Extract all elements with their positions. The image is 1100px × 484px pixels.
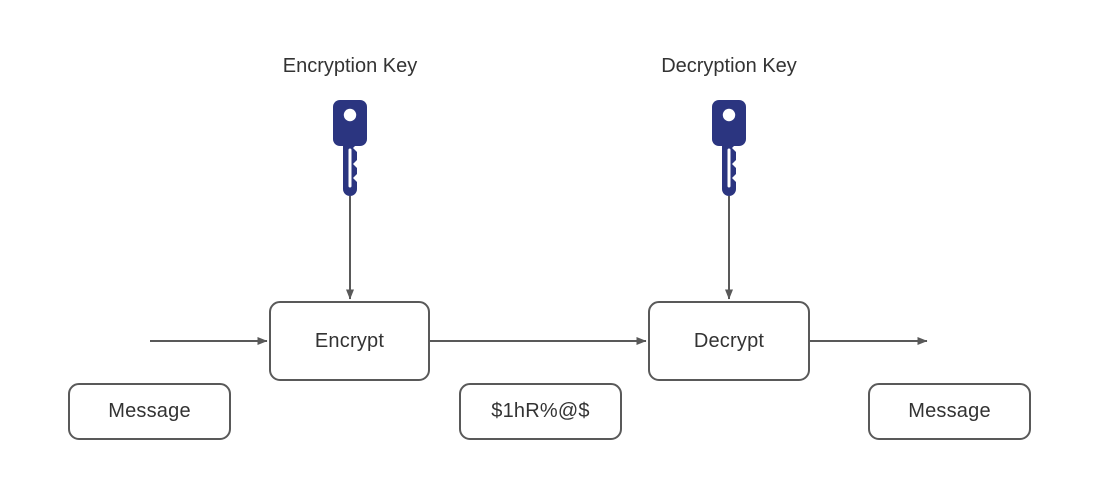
decrypt-node[interactable]: Decrypt	[648, 301, 810, 381]
encryption-key-label: Encryption Key	[282, 55, 418, 77]
plaintext-input-node[interactable]: Message	[68, 383, 231, 440]
key-icon	[333, 100, 367, 196]
decryption-key-label: Decryption Key	[661, 55, 797, 77]
encrypt-node[interactable]: Encrypt	[269, 301, 430, 381]
ciphertext-node[interactable]: $1hR%@$	[459, 383, 622, 440]
key-icon	[712, 100, 746, 196]
plaintext-output-node[interactable]: Message	[868, 383, 1031, 440]
